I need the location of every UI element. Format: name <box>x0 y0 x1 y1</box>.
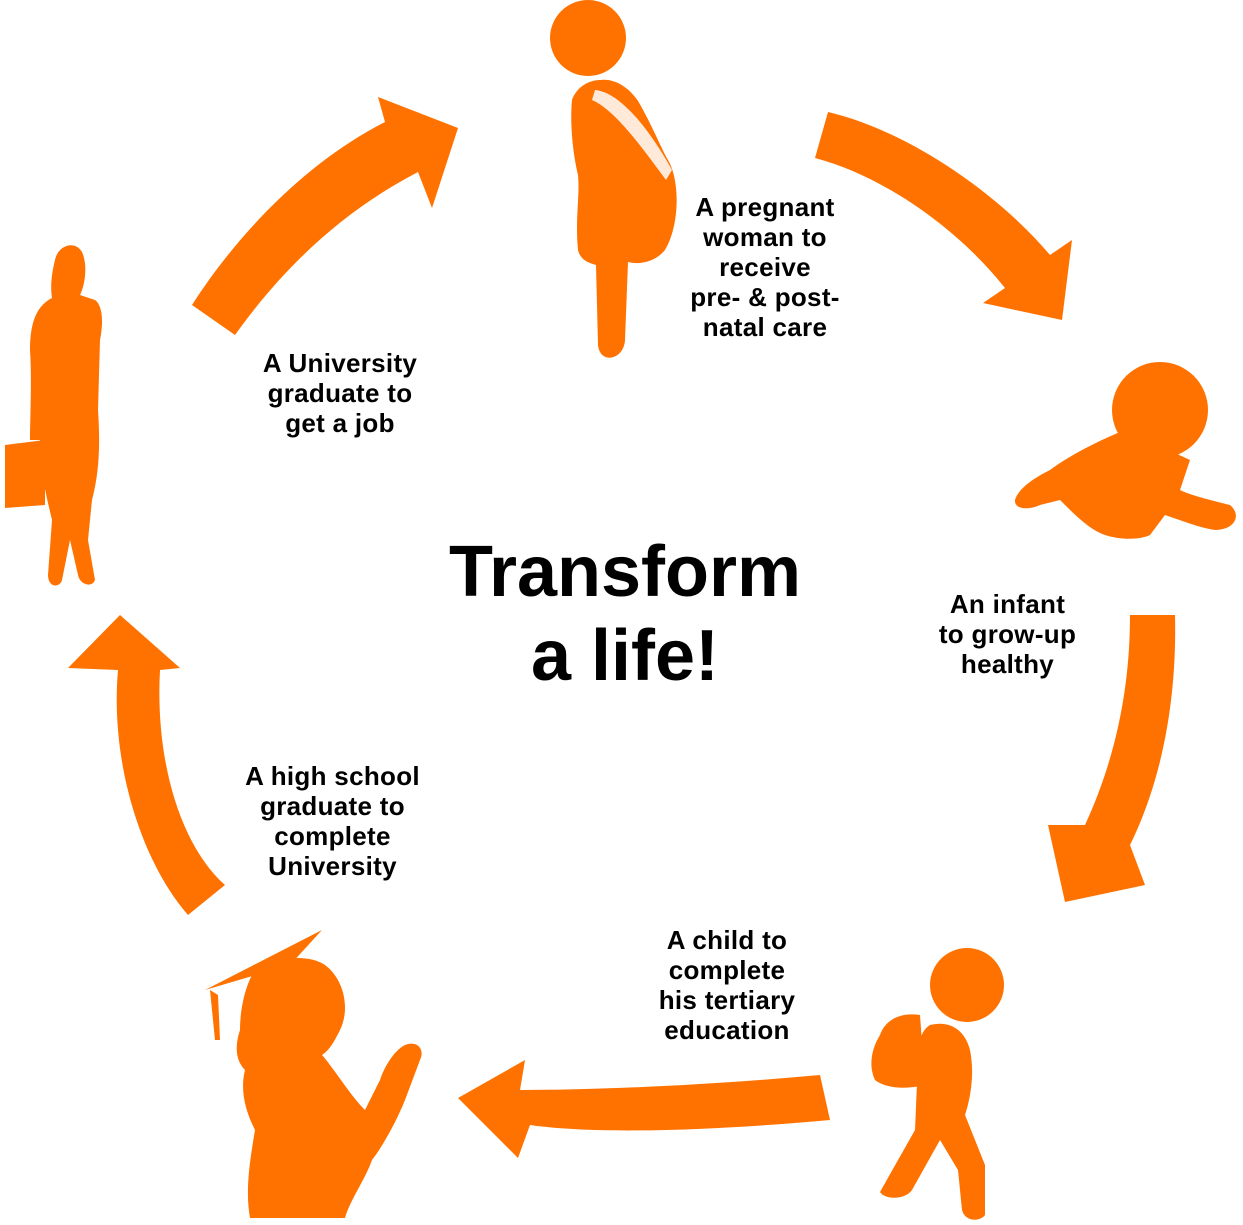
businesswoman-icon <box>5 245 103 586</box>
stage-label-child: A child to complete his tertiary educati… <box>658 925 796 1045</box>
center-title: Transform a life! <box>390 530 860 698</box>
arrow-infant-to-child <box>1048 615 1176 902</box>
title-line-2: a life! <box>530 616 720 696</box>
graduate-icon <box>205 930 422 1218</box>
stage-label-high-school: A high school graduate to complete Unive… <box>245 761 420 881</box>
arrow-pregnancy-to-infant <box>815 112 1072 320</box>
arrow-graduate-to-university <box>68 615 225 915</box>
crawling-baby-icon <box>1014 362 1236 539</box>
cycle-arrows <box>68 97 1176 1158</box>
title-line-1: Transform <box>448 532 802 612</box>
stage-label-infant: An infant to grow-up healthy <box>938 589 1077 679</box>
stage-label-university: A University graduate to get a job <box>262 348 418 438</box>
arrow-child-to-graduate <box>458 1060 830 1158</box>
arrow-university-to-pregnancy <box>192 97 458 335</box>
stage-label-pregnancy: A pregnant woman to receive pre- & post-… <box>690 192 840 342</box>
schoolchild-icon <box>871 948 1004 1220</box>
pregnant-woman-icon <box>550 0 677 358</box>
